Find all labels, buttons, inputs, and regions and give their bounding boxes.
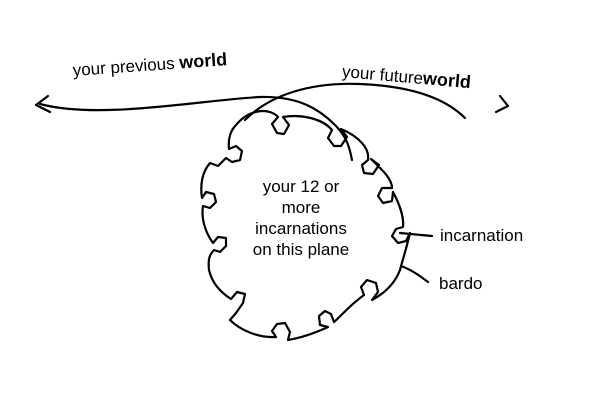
incarnation-cycle-loop: [200, 109, 412, 342]
arrow-left-icon: [34, 94, 52, 114]
center-incarnations-text: your 12 or more incarnations on this pla…: [252, 177, 350, 259]
bardo-pointer-line: [399, 264, 430, 284]
previous-world-arc: [38, 95, 354, 162]
future-world-arc: [243, 82, 467, 122]
future-world-word: world: [422, 68, 472, 93]
bardo-label: bardo: [439, 274, 483, 293]
incarnation-pointer-line: [398, 231, 434, 238]
arrow-right-icon: [494, 94, 510, 114]
previous-world-word: world: [178, 49, 228, 73]
incarnation-label: incarnation: [440, 226, 524, 245]
